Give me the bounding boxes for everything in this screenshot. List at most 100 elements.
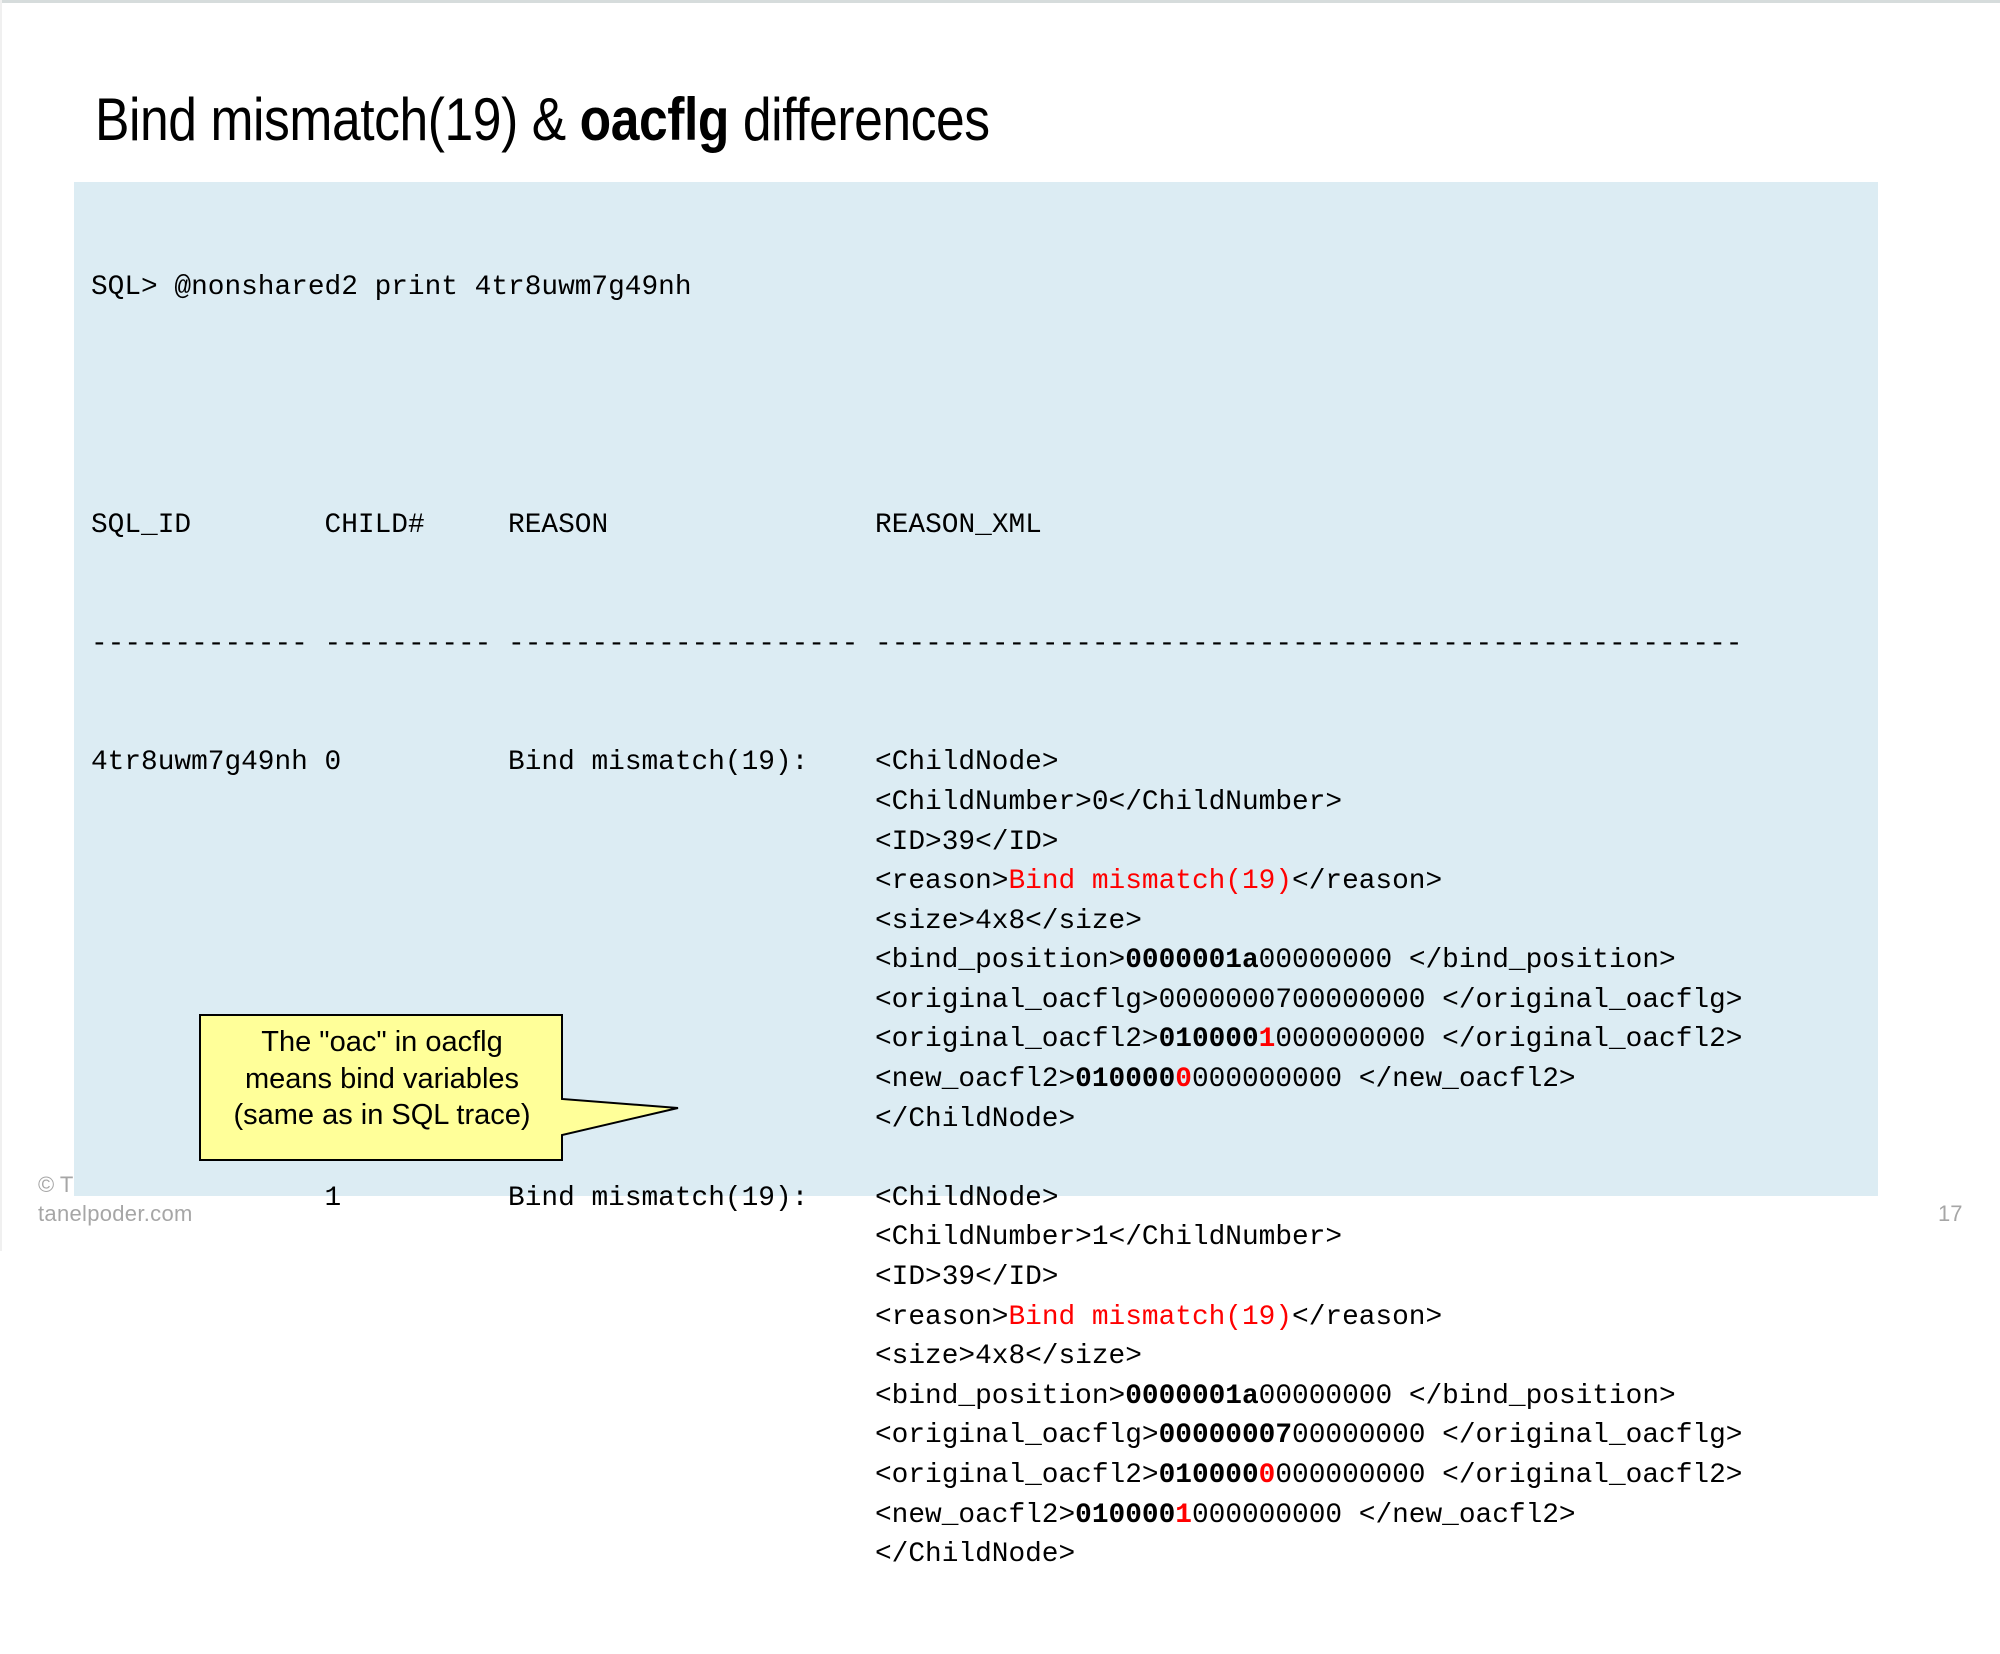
xml-reason-open: <reason> (875, 1301, 1009, 1333)
sep-child: ---------- (324, 628, 492, 660)
xml-value-bold: 010000 (1158, 1460, 1259, 1491)
col-header-child: CHILD# (324, 509, 492, 541)
sep-sql-id: ------------- (91, 628, 308, 660)
xml-value-rest: 000000000 (1275, 1460, 1443, 1491)
xml-value-rest: 00000000 (1258, 945, 1409, 977)
xml-childnumber: <ChildNumber>0</ChildNumber> (875, 786, 1343, 818)
xml-value-rest: 000000000 (1275, 1024, 1443, 1056)
xml-tag-open: <original_oacfl2> (875, 1024, 1159, 1056)
xml-tag-close: </original_oacflg> (1442, 984, 1743, 1016)
prompt-line: SQL> @nonshared2 print 4tr8uwm7g49nh (91, 272, 692, 304)
xml-line-bind-position: <bind_position>0000001a00000000 </bind_p… (91, 941, 1742, 981)
xml-size: <size>4x8</size> (875, 1341, 1142, 1373)
xml-value-bold: 010000 (1158, 1024, 1259, 1056)
footer-copyright: © T (38, 1172, 74, 1197)
xml-reason-value: Bind mismatch(19) (1008, 866, 1293, 898)
col-header-reason: REASON (508, 509, 859, 541)
xml-line: </ChildNode> (91, 1535, 1742, 1575)
xml-tag-open: <original_oacflg> (875, 984, 1159, 1016)
xml-tag-close: </new_oacfl2> (1358, 1064, 1576, 1096)
result-row: 4tr8uwm7g49nh 0 Bind mismatch(19): <Chil… (91, 743, 1742, 1179)
code-lines: SQL> @nonshared2 print 4tr8uwm7g49nh SQL… (91, 189, 1742, 1654)
result-row-first-line: 1 Bind mismatch(19): <ChildNode> (91, 1179, 1742, 1219)
cell-reason: Bind mismatch(19): (508, 747, 876, 779)
xml-childnode-open: <ChildNode> (875, 747, 1059, 779)
xml-value-bold: 010000 (1075, 1064, 1176, 1096)
xml-value-diff-bit: 0 (1175, 1064, 1192, 1096)
result-row: 1 Bind mismatch(19): <ChildNode> <ChildN… (91, 1179, 1743, 1575)
xml-tag-open: <original_oacflg> (875, 1420, 1159, 1452)
title-bold-term: oacflg (579, 86, 730, 153)
xml-line-original-oacflg: <original_oacflg>0000000700000000 </orig… (91, 981, 1742, 1021)
title-prefix: Bind mismatch(19) & (95, 86, 580, 153)
xml-tag-close: </bind_position> (1408, 945, 1676, 977)
result-rows: 4tr8uwm7g49nh 0 Bind mismatch(19): <Chil… (91, 743, 1742, 1574)
blank-line (91, 1139, 1742, 1179)
xml-line: <reason>Bind mismatch(19)</reason> (91, 1298, 1742, 1338)
xml-line-original-oacflg: <original_oacflg>0000000700000000 </orig… (91, 1416, 1742, 1456)
xml-value-rest: 00000000 (1292, 1420, 1443, 1452)
top-border (0, 0, 2000, 3)
col-header-reason-xml: REASON_XML (875, 509, 1042, 541)
sep-reason: --------------------- (508, 628, 859, 660)
xml-id: <ID>39</ID> (875, 1262, 1059, 1294)
xml-line-new-oacfl2: <new_oacfl2>0100000000000000 </new_oacfl… (91, 1060, 1742, 1100)
xml-tag-close: </bind_position> (1408, 1380, 1676, 1412)
xml-childnumber: <ChildNumber>1</ChildNumber> (875, 1222, 1343, 1254)
xml-line: <ChildNumber>1</ChildNumber> (91, 1218, 1742, 1258)
xml-line: <reason>Bind mismatch(19)</reason> (91, 862, 1742, 902)
xml-value-diff-bit: 0 (1258, 1460, 1276, 1491)
xml-line: </ChildNode> (91, 1100, 1742, 1140)
xml-childnode-close: </ChildNode> (875, 1103, 1076, 1135)
xml-tag-open: <new_oacfl2> (875, 1499, 1076, 1531)
xml-reason-close: </reason> (1292, 1301, 1443, 1333)
xml-value-rest: 000000000 (1191, 1499, 1359, 1531)
xml-value-bold: 0000001a (1125, 945, 1259, 977)
xml-line-new-oacfl2: <new_oacfl2>0100001000000000 </new_oacfl… (91, 1496, 1742, 1536)
xml-reason-close: </reason> (1292, 866, 1443, 898)
xml-line: <ID>39</ID> (91, 823, 1742, 863)
xml-value-bold: 0000001a (1125, 1380, 1259, 1412)
page-number: 17 (1938, 1201, 1963, 1226)
xml-tag-close: </new_oacfl2> (1358, 1499, 1576, 1531)
xml-id: <ID>39</ID> (875, 826, 1059, 858)
xml-value-rest: 000000000 (1191, 1064, 1359, 1096)
callout-text: The "oac" in oacflg means bind variables… (202, 1024, 562, 1134)
column-header-line: SQL_ID CHILD# REASON REASON_XML (91, 506, 1742, 546)
xml-value-rest: 0000000700000000 (1158, 984, 1443, 1016)
slide-title: Bind mismatch(19) & oacflg differences (95, 84, 990, 156)
xml-line: <ID>39</ID> (91, 1258, 1742, 1298)
separator-line: ------------- ---------- ---------------… (91, 625, 1742, 665)
cell-child-number: 1 (324, 1182, 509, 1214)
xml-reason-value: Bind mismatch(19) (1008, 1301, 1293, 1333)
xml-tag-open: <bind_position> (875, 1380, 1126, 1412)
xml-childnode-close: </ChildNode> (875, 1539, 1076, 1571)
cell-child-number: 0 (324, 747, 509, 779)
xml-tag-close: </original_oacfl2> (1442, 1460, 1743, 1491)
xml-value-rest: 00000000 (1258, 1380, 1409, 1412)
xml-line: <size>4x8</size> (91, 902, 1742, 942)
title-suffix: differences (729, 86, 990, 153)
xml-line-bind-position: <bind_position>0000001a00000000 </bind_p… (91, 1377, 1742, 1417)
xml-value-bold: 010000 (1075, 1499, 1176, 1531)
left-border (0, 0, 2, 1251)
xml-tag-open: <original_oacfl2> (875, 1460, 1159, 1491)
xml-line: <size>4x8</size> (91, 1337, 1742, 1377)
sep-reason-xml: ----------------------------------------… (875, 628, 1743, 660)
xml-tag-open: <bind_position> (875, 945, 1126, 977)
xml-reason-open: <reason> (875, 866, 1009, 898)
blank-line (91, 387, 1742, 427)
cell-sql-id: 4tr8uwm7g49nh (91, 747, 325, 779)
xml-line-original-oacfl2: <original_oacfl2>0100000000000000 </orig… (91, 1456, 1742, 1496)
xml-tag-close: </original_oacflg> (1442, 1420, 1743, 1452)
xml-size: <size>4x8</size> (875, 905, 1142, 937)
xml-line-original-oacfl2: <original_oacfl2>0100001000000000 </orig… (91, 1020, 1742, 1060)
col-header-sql-id: SQL_ID (91, 509, 308, 541)
xml-childnode-open: <ChildNode> (875, 1182, 1059, 1214)
xml-value-diff-bit: 1 (1175, 1499, 1192, 1531)
footer-site: tanelpoder.com (38, 1201, 193, 1226)
xml-value-diff-bit: 1 (1258, 1024, 1276, 1056)
callout-line: (same as in SQL trace) (233, 1099, 531, 1131)
cell-reason: Bind mismatch(19): (508, 1182, 876, 1214)
result-row-first-line: 4tr8uwm7g49nh 0 Bind mismatch(19): <Chil… (91, 743, 1742, 783)
